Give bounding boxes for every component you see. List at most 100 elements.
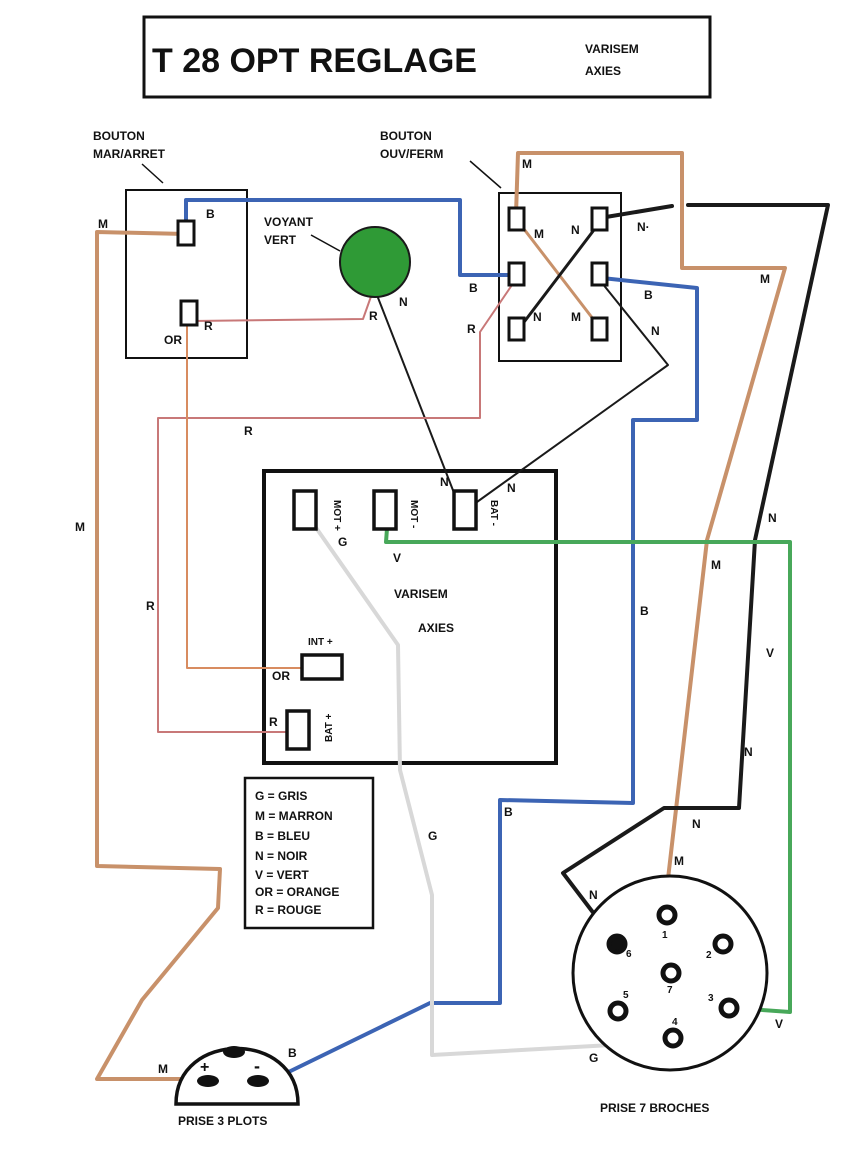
- wl-g-2: G: [428, 829, 437, 843]
- voyant-label-1: VOYANT: [264, 215, 314, 229]
- legend-item: V = VERT: [255, 868, 309, 882]
- wl-n-1: N: [399, 295, 408, 309]
- brand-line1: VARISEM: [585, 42, 639, 56]
- wl-m-7: M: [711, 558, 721, 572]
- wl-r-5: R: [146, 599, 155, 613]
- legend-item: G = GRIS: [255, 789, 307, 803]
- wl-m-9: M: [158, 1062, 168, 1076]
- varisem-name-2: AXIES: [418, 621, 454, 635]
- bouton-mar-leader: [141, 163, 164, 184]
- bouton-ouv-leader: [469, 160, 502, 189]
- wl-r-4: R: [244, 424, 253, 438]
- wl-n-8: N: [744, 745, 753, 759]
- wire-orange: [186, 316, 308, 669]
- wl-g-3: G: [589, 1051, 598, 1065]
- wl-r-1: R: [204, 319, 213, 333]
- terminal-mar-r: [179, 299, 199, 327]
- legend-box: [243, 776, 375, 930]
- wl-r-6: R: [269, 715, 278, 729]
- label-bat-minus: BAT -: [488, 500, 499, 526]
- prise3-label: PRISE 3 PLOTS: [178, 1114, 267, 1128]
- bouton-ouv-label-2: OUV/FERM: [380, 147, 443, 161]
- legend-item: B = BLEU: [255, 829, 310, 843]
- wire-vert: [384, 513, 792, 1014]
- terminal-ouv-4: [590, 261, 609, 287]
- wl-b-5: B: [504, 805, 513, 819]
- wl-m-2: M: [522, 157, 532, 171]
- varisem-box: [262, 469, 558, 765]
- wl-m-6: M: [75, 520, 85, 534]
- wl-g-1: G: [338, 535, 347, 549]
- page-title: T 28 OPT REGLAGE: [152, 42, 477, 80]
- label-mot-minus: MOT -: [408, 500, 419, 528]
- wl-or-1: OR: [164, 333, 182, 347]
- prise3-plus-sign: +: [200, 1059, 209, 1076]
- wire-noir-batminus: [469, 282, 669, 508]
- wire-noir-top: [598, 204, 674, 220]
- wl-or-2: OR: [272, 669, 290, 683]
- wire-marron-cross: [515, 218, 602, 330]
- voyant-lamp: [339, 226, 411, 298]
- terminal-int-plus: [300, 653, 344, 681]
- label-mot-plus: MOT +: [331, 500, 342, 531]
- wires: [95, 151, 830, 1085]
- terminal-ouv-2: [590, 206, 609, 232]
- wl-b-4: B: [640, 604, 649, 618]
- prise7-pin-4: [662, 1027, 684, 1049]
- wire-bleu-main: [264, 276, 699, 1085]
- terminal-mar-b: [176, 219, 196, 247]
- voyant-leader: [310, 234, 341, 252]
- wire-gris: [310, 520, 667, 1057]
- wl-n-10: N: [589, 888, 598, 902]
- wl-m-3: M: [534, 227, 544, 241]
- prise7-pin-1: [656, 904, 678, 926]
- wl-b-1: B: [206, 207, 215, 221]
- wl-m-1: M: [98, 217, 108, 231]
- wl-n-5: N: [440, 475, 449, 489]
- terminal-bat-plus: [285, 709, 311, 751]
- prise7-pin-3: [718, 997, 740, 1019]
- title-box: [142, 15, 712, 99]
- terminal-ouv-5: [507, 316, 526, 342]
- pin-num-7: 7: [667, 985, 673, 996]
- prise7-pin-7: [660, 962, 682, 984]
- wire-marron-main: [95, 230, 222, 1081]
- legend: G = GRIS M = MARRON B = BLEU N = NOIR V …: [255, 789, 339, 917]
- wl-m-4: M: [571, 310, 581, 324]
- wl-b-6: B: [288, 1046, 297, 1060]
- prise7-pin-5: [607, 1000, 629, 1022]
- terminal-bat-minus: [452, 489, 478, 531]
- prise7-label: PRISE 7 BROCHES: [600, 1101, 709, 1115]
- pin-num-6: 6: [626, 949, 632, 960]
- bouton-mar-label-1: BOUTON: [93, 129, 145, 143]
- terminal-mot-minus: [372, 489, 398, 531]
- wl-m-5: M: [760, 272, 770, 286]
- bouton-ouv-label-1: BOUTON: [380, 129, 432, 143]
- legend-item: R = ROUGE: [255, 903, 321, 917]
- wire-rouge-voyant: [192, 287, 375, 322]
- brand-line2: AXIES: [585, 64, 621, 78]
- prise3-minus-sign: -: [254, 1056, 260, 1076]
- varisem-name-1: VARISEM: [394, 587, 448, 601]
- wl-n-9: N: [692, 817, 701, 831]
- wl-m-8: M: [674, 854, 684, 868]
- wire-bleu-top: [184, 198, 516, 277]
- wl-n-4: N: [651, 324, 660, 338]
- wl-v-2: V: [766, 646, 774, 660]
- legend-item: N = NOIR: [255, 849, 308, 863]
- wire-labels: M B R OR R N B R M M N N M N· B N M R N …: [75, 157, 783, 1076]
- legend-item: M = MARRON: [255, 809, 333, 823]
- wl-b-3: B: [644, 288, 653, 302]
- terminal-ouv-3: [507, 261, 526, 287]
- pin-num-4: 4: [672, 1017, 678, 1028]
- wire-noir-right: [561, 203, 830, 946]
- wl-n-6: N: [507, 481, 516, 495]
- wire-noir-voyant: [374, 289, 457, 499]
- wl-r-3: R: [467, 322, 476, 336]
- legend-item: OR = ORANGE: [255, 885, 339, 899]
- prise3-top-pin: [223, 1046, 245, 1058]
- wl-n-7: N: [768, 511, 777, 525]
- prise7-pin-2: [712, 933, 734, 955]
- label-bat-plus: BAT +: [324, 713, 335, 742]
- prise7-pin-6: [606, 933, 628, 955]
